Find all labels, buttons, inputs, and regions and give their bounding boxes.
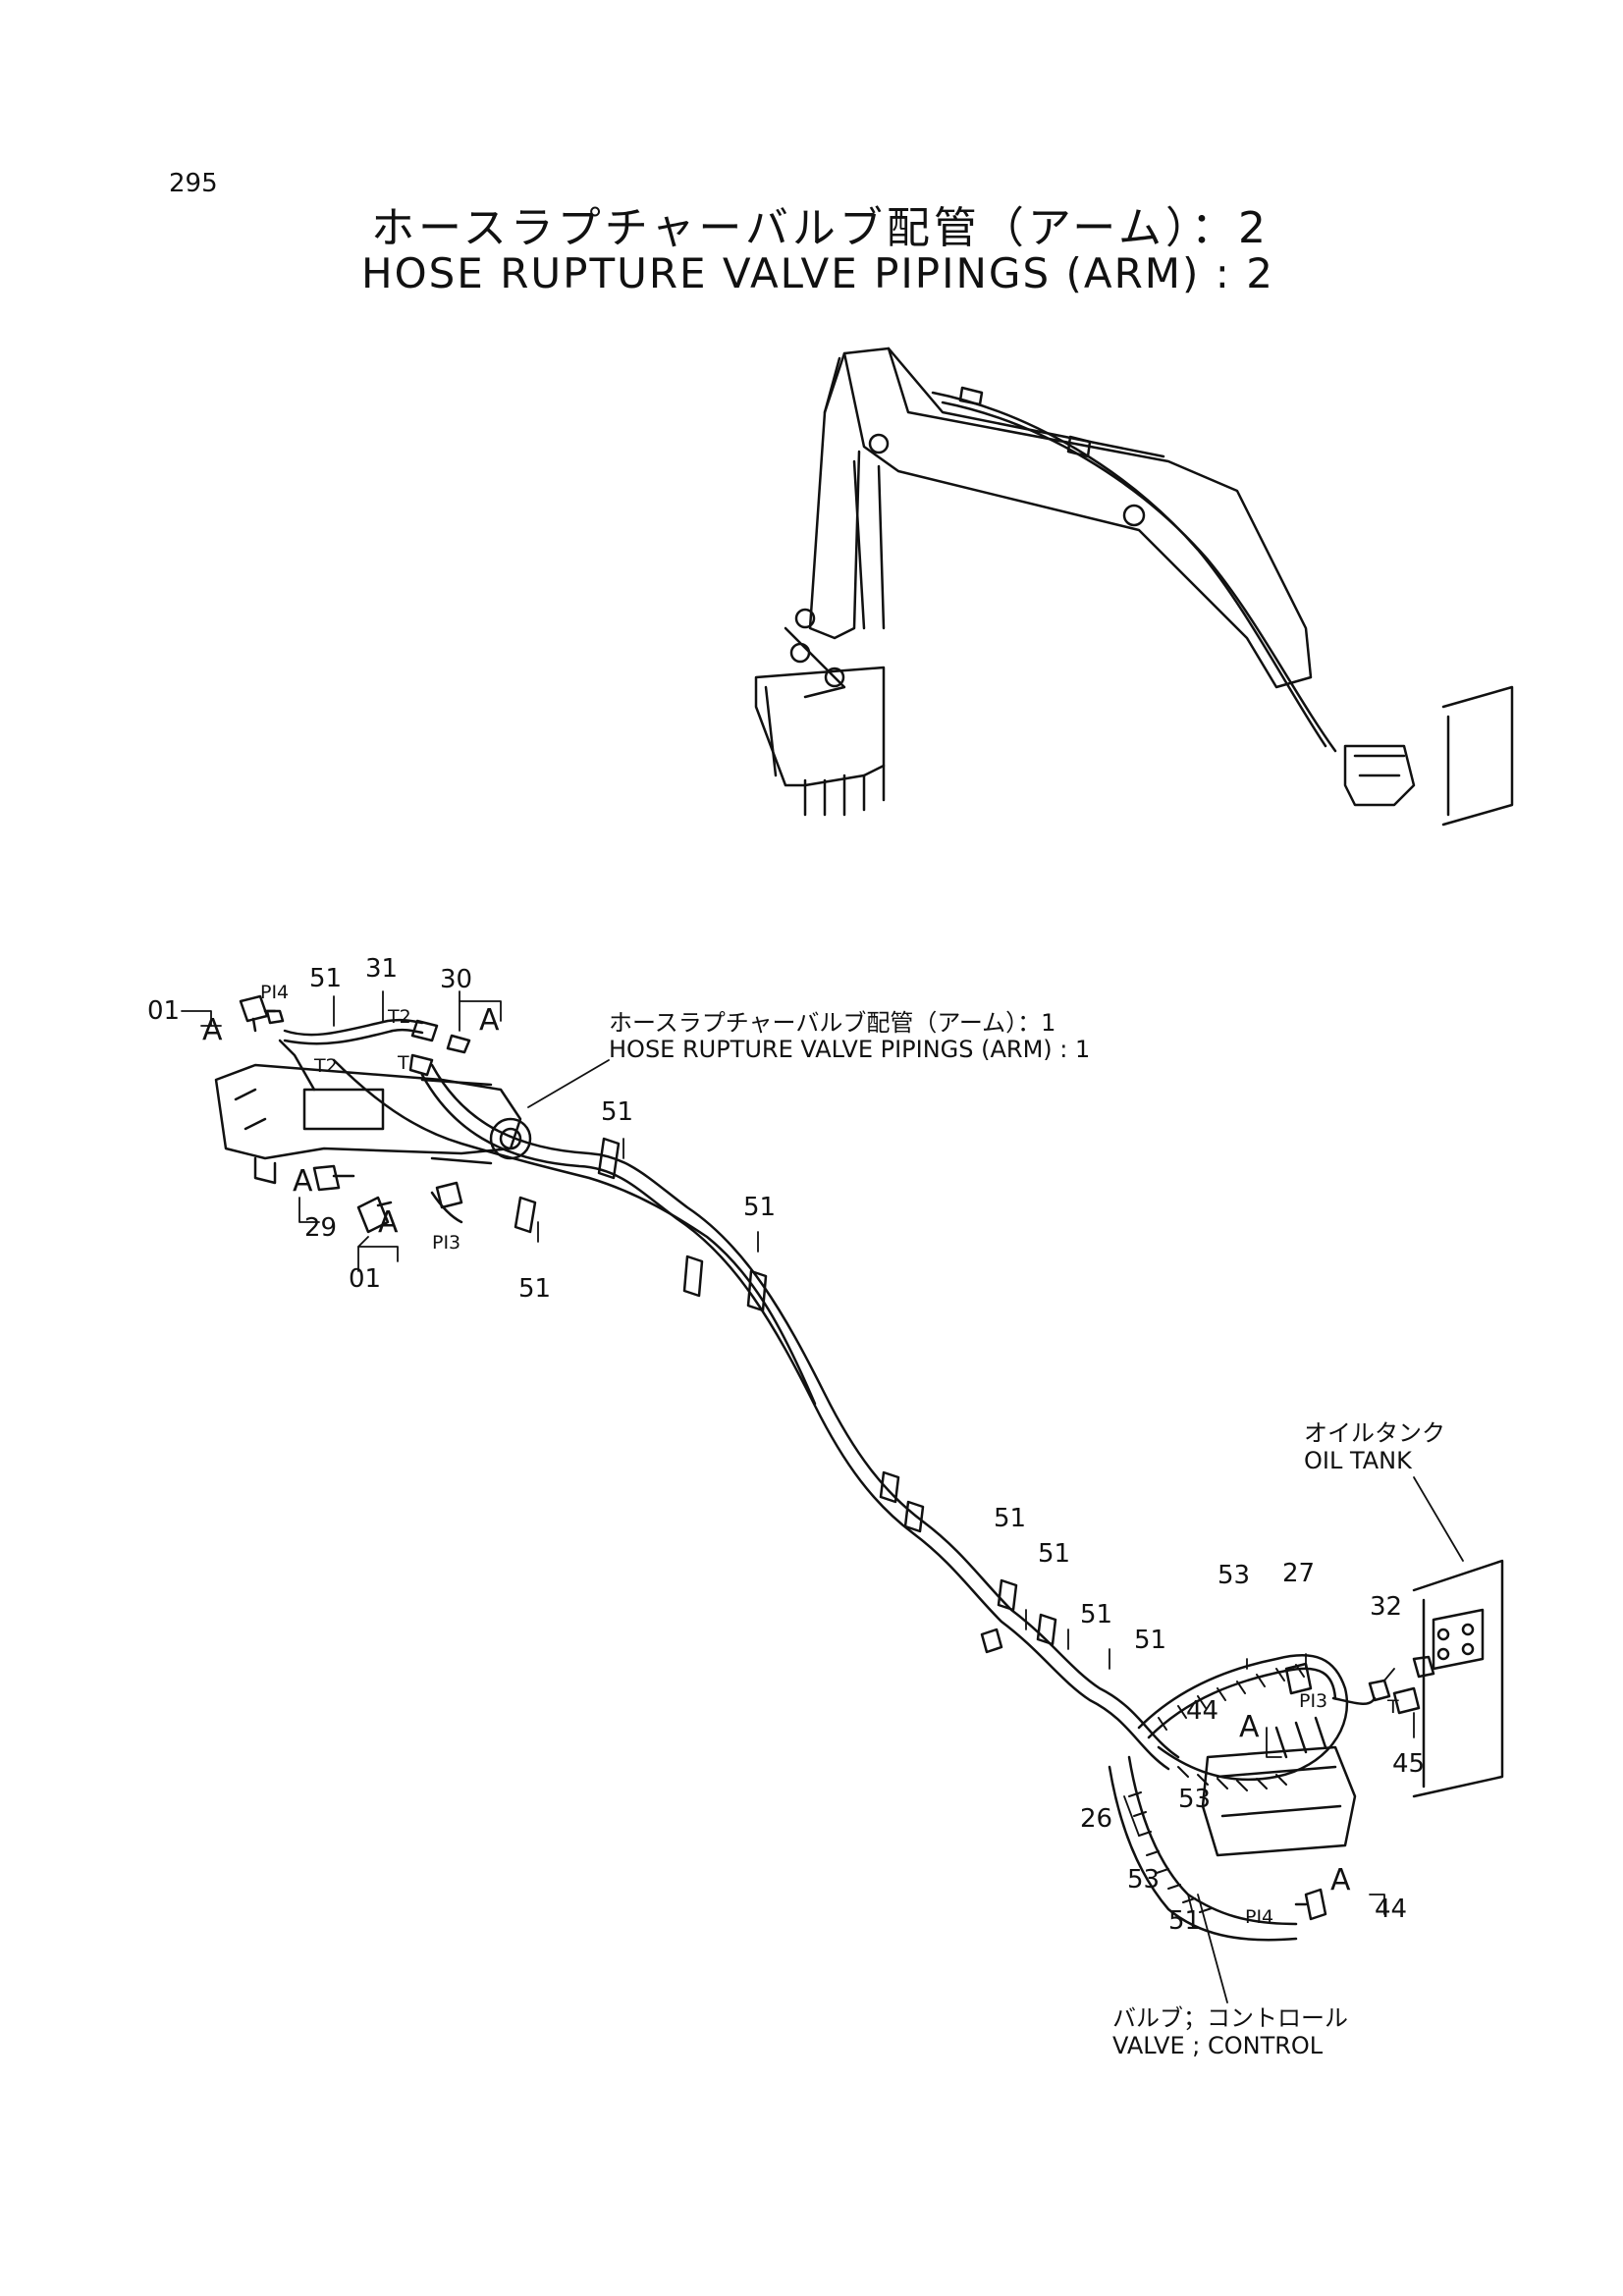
part-number-label: 45 bbox=[1392, 1749, 1426, 1779]
view-marker: A bbox=[1330, 1863, 1351, 1897]
part-number-label: 30 bbox=[440, 965, 473, 994]
part-number-label: 44 bbox=[1186, 1696, 1219, 1726]
port-label: T2 bbox=[388, 1006, 411, 1028]
port-label: PI3 bbox=[432, 1232, 461, 1254]
part-number-label: 51 bbox=[601, 1097, 634, 1127]
part-number-label: 51 bbox=[1038, 1539, 1071, 1569]
port-label: PI4 bbox=[1245, 1906, 1274, 1928]
port-label: PI4 bbox=[260, 982, 290, 1003]
title-english: HOSE RUPTURE VALVE PIPINGS (ARM) : 2 bbox=[361, 249, 1274, 297]
reference-callout-japanese: ホースラプチャーバルブ配管（アーム）：1 bbox=[609, 1009, 1056, 1037]
oil-tank-label-japanese: オイルタンク bbox=[1304, 1419, 1445, 1447]
part-number-label: 51 bbox=[743, 1193, 777, 1222]
part-number-label: 26 bbox=[1080, 1804, 1113, 1834]
view-marker: A bbox=[202, 1013, 223, 1047]
part-number-label: 01 bbox=[349, 1264, 382, 1294]
hose-rupture-valve-detail bbox=[181, 990, 1504, 2003]
part-number-label: 53 bbox=[1127, 1865, 1161, 1895]
part-number-label: 53 bbox=[1178, 1785, 1212, 1814]
port-label: T bbox=[398, 1052, 409, 1074]
part-number-label: 29 bbox=[304, 1213, 338, 1243]
excavator-overview bbox=[754, 347, 1514, 827]
view-marker: A bbox=[1239, 1710, 1260, 1744]
page-number: 295 bbox=[169, 169, 218, 198]
part-number-label: 51 bbox=[1134, 1626, 1167, 1655]
view-marker: A bbox=[378, 1205, 399, 1240]
part-number-label: 51 bbox=[309, 964, 343, 993]
part-number-label: 51 bbox=[518, 1274, 552, 1304]
view-marker: A bbox=[293, 1164, 313, 1199]
part-number-label: 32 bbox=[1370, 1592, 1403, 1622]
title-japanese: ホースラプチャーバルブ配管（アーム）：2 bbox=[371, 203, 1270, 253]
oil-tank-label-english: OIL TANK bbox=[1304, 1447, 1412, 1474]
port-label: T2 bbox=[314, 1055, 338, 1077]
part-number-label: 53 bbox=[1217, 1561, 1251, 1590]
part-number-label: 01 bbox=[147, 996, 181, 1026]
part-number-label: 51 bbox=[1168, 1906, 1202, 1936]
part-number-label: 51 bbox=[1080, 1600, 1113, 1629]
part-number-label: 27 bbox=[1282, 1559, 1316, 1588]
part-number-label: 44 bbox=[1375, 1895, 1408, 1924]
part-number-label: 31 bbox=[365, 954, 399, 984]
control-valve-label-english: VALVE ; CONTROL bbox=[1112, 2032, 1324, 2059]
view-marker: A bbox=[479, 1003, 500, 1038]
control-valve-label-japanese: バルブ；コントロール bbox=[1112, 2004, 1348, 2032]
part-number-label: 51 bbox=[994, 1504, 1027, 1533]
port-label: PI3 bbox=[1299, 1690, 1328, 1712]
port-label: T bbox=[1387, 1696, 1399, 1718]
reference-callout-english: HOSE RUPTURE VALVE PIPINGS (ARM) : 1 bbox=[609, 1036, 1091, 1063]
